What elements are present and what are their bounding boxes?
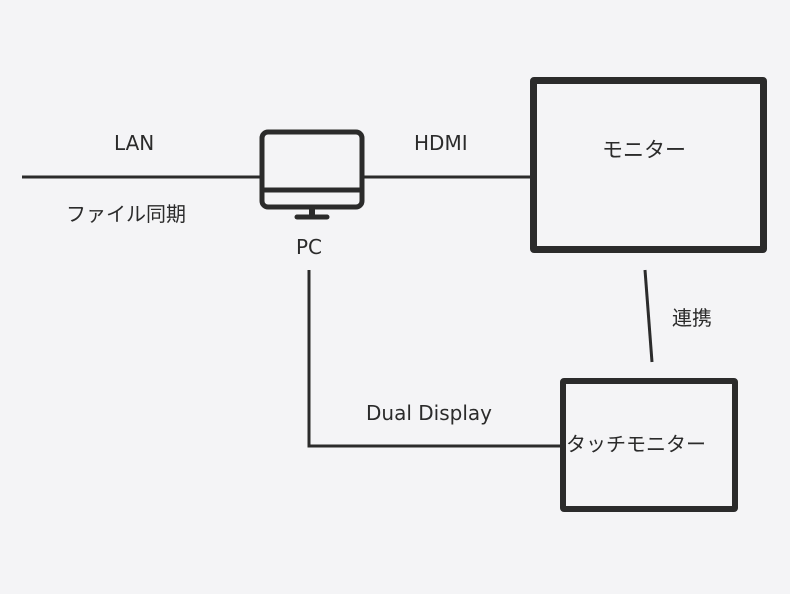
- monitor-node: [530, 77, 767, 253]
- lan-label: LAN: [114, 131, 155, 155]
- desktop-computer-icon: [259, 129, 365, 220]
- monitor-label: モニター: [602, 138, 686, 162]
- hdmi-label: HDMI: [414, 131, 468, 155]
- dual-display-connection-line: [307, 270, 562, 448]
- pc-label: PC: [296, 235, 323, 259]
- file-sync-label: ファイル同期: [66, 202, 186, 226]
- link-label: 連携: [672, 306, 712, 330]
- link-connection-line: [643, 269, 654, 363]
- touch-monitor-label: タッチモニター: [566, 432, 706, 456]
- dual-display-label: Dual Display: [366, 401, 492, 425]
- touch-monitor-node: [560, 378, 738, 512]
